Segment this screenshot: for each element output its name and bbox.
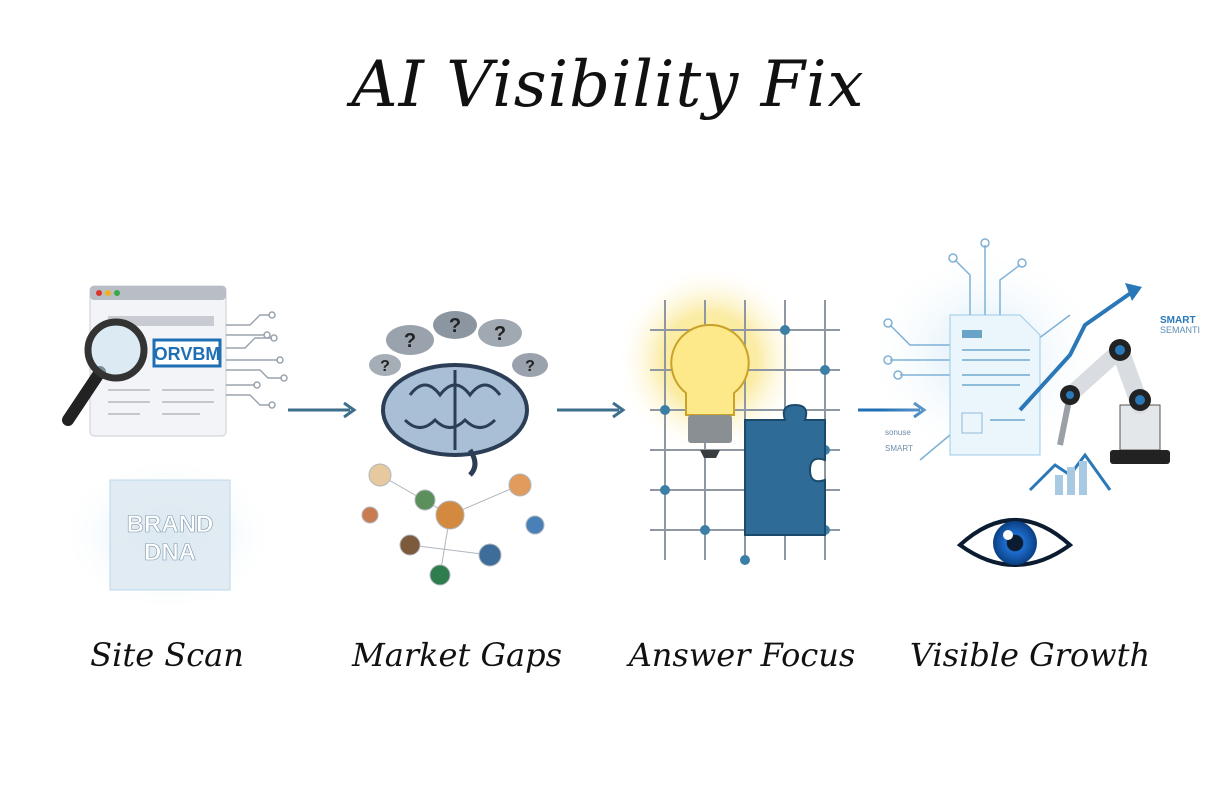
market-gaps-illustration: ? ? ? ? ? <box>361 311 548 586</box>
eye-icon <box>956 518 1074 567</box>
lightbulb-icon <box>670 323 750 458</box>
magnifying-glass-icon <box>62 318 148 426</box>
circuit-lines-icon <box>226 311 288 409</box>
puzzle-piece-icon <box>744 403 826 536</box>
logo-text: ORVBM <box>154 344 221 364</box>
step-label-visible-growth: Visible Growth <box>909 636 1151 674</box>
people-network-icon <box>361 463 545 586</box>
svg-text:?: ? <box>404 330 416 352</box>
trend-arrow-icon <box>1018 283 1142 495</box>
step-label-site-scan: Site Scan <box>90 636 244 674</box>
document-icon <box>949 314 1041 456</box>
question-cloud-icon: ? ? ? ? ? <box>369 311 548 377</box>
semantic-text: SEMANTIC <box>1160 325 1200 335</box>
brain-icon <box>381 363 529 477</box>
svg-text:?: ? <box>449 315 461 337</box>
brand-text: BRAND <box>127 511 214 538</box>
smart-text: SMART <box>1160 315 1196 326</box>
smart-left-text: SMART <box>885 444 913 453</box>
arrow-icon <box>288 401 357 419</box>
svg-text:?: ? <box>494 323 506 345</box>
answer-focus-illustration <box>615 270 840 565</box>
svg-text:?: ? <box>525 358 535 375</box>
arrow-icon <box>557 401 626 419</box>
svg-text:?: ? <box>380 358 390 375</box>
step-label-market-gaps: Market Gaps <box>351 636 563 674</box>
visible-growth-illustration: SMART SEMANTIC sonuse SMART <box>870 238 1200 567</box>
dna-text: DNA <box>144 539 196 566</box>
sonuse-text: sonuse <box>885 428 911 437</box>
glass-cube-icon: BRAND DNA <box>58 455 278 615</box>
page-title: AI Visibility Fix <box>351 48 865 122</box>
step-label-answer-focus: Answer Focus <box>628 636 856 674</box>
robot-arm-icon <box>1057 339 1170 464</box>
site-scan-illustration: ORVBM BRAND DNA <box>58 285 288 615</box>
